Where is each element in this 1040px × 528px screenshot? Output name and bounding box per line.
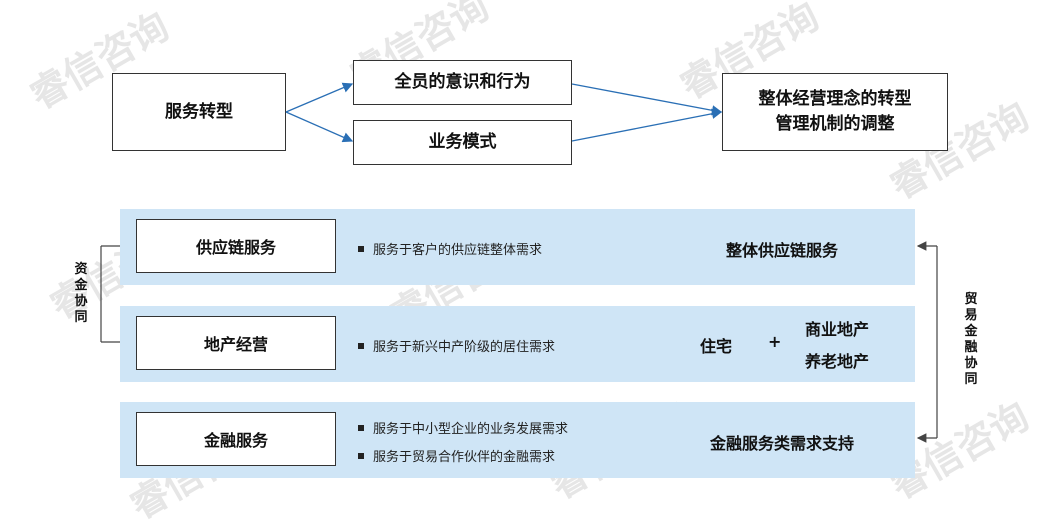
row-label: 地产经营 xyxy=(203,335,268,354)
arrow-start-to-middle-2 xyxy=(285,111,354,143)
row-right-senior: 养老地产 xyxy=(805,352,870,371)
row-right-commercial: 商业地产 xyxy=(805,320,870,339)
row-label-box: 供应链服务 xyxy=(136,219,336,273)
side-label-left: 资金协同 xyxy=(74,262,88,325)
arrow-middle-2-to-end xyxy=(571,108,723,142)
bullet-item: 服务于中小型企业的业务发展需求 xyxy=(358,418,568,437)
bullet-square-icon xyxy=(358,452,364,459)
middle-box-1: 全员的意识和行为 xyxy=(353,60,572,105)
bullet-item: 服务于新兴中产阶级的居住需求 xyxy=(358,336,555,355)
arrow-start-to-middle-1 xyxy=(285,82,354,113)
row-right-text: 金融服务类需求支持 xyxy=(710,434,855,453)
end-box: 整体经营理念的转型 管理机制的调整 xyxy=(722,73,948,151)
bullet-square-icon xyxy=(358,342,364,349)
bullet-text: 服务于中小型企业的业务发展需求 xyxy=(373,422,569,437)
row-band-real-estate: 地产经营 服务于新兴中产阶级的居住需求 住宅 + 商业地产 养老地产 xyxy=(120,306,915,382)
bullet-square-icon xyxy=(358,424,364,431)
row-right-plus: + xyxy=(768,332,782,351)
middle-box-1-label: 全员的意识和行为 xyxy=(394,72,531,93)
middle-box-2-label: 业务模式 xyxy=(428,132,497,153)
end-box-line-1: 整体经营理念的转型 xyxy=(758,89,912,110)
middle-box-2: 业务模式 xyxy=(353,120,572,165)
bullet-text: 服务于新兴中产阶级的居住需求 xyxy=(373,340,556,355)
bullet-text: 服务于客户的供应链整体需求 xyxy=(373,243,543,258)
row-right-text: 整体供应链服务 xyxy=(726,241,839,260)
bullet-text: 服务于贸易合作伙伴的金融需求 xyxy=(373,450,556,465)
side-label-right: 贸易金融协同 xyxy=(964,292,978,387)
start-box: 服务转型 xyxy=(112,73,286,151)
row-label: 供应链服务 xyxy=(195,238,276,257)
bullet-item: 服务于贸易合作伙伴的金融需求 xyxy=(358,446,555,465)
row-label-box: 金融服务 xyxy=(136,412,336,466)
row-band-supply-chain: 供应链服务 服务于客户的供应链整体需求 整体供应链服务 xyxy=(120,209,915,285)
start-box-label: 服务转型 xyxy=(165,101,233,122)
end-box-line-2: 管理机制的调整 xyxy=(775,114,895,134)
row-band-finance: 金融服务 服务于中小型企业的业务发展需求 服务于贸易合作伙伴的金融需求 金融服务… xyxy=(120,402,915,478)
bullet-square-icon xyxy=(358,245,364,252)
row-label: 金融服务 xyxy=(203,431,268,450)
arrow-middle-1-to-end xyxy=(571,83,723,116)
row-right-residential: 住宅 xyxy=(700,337,733,356)
row-label-box: 地产经营 xyxy=(136,316,336,370)
bullet-item: 服务于客户的供应链整体需求 xyxy=(358,239,542,258)
